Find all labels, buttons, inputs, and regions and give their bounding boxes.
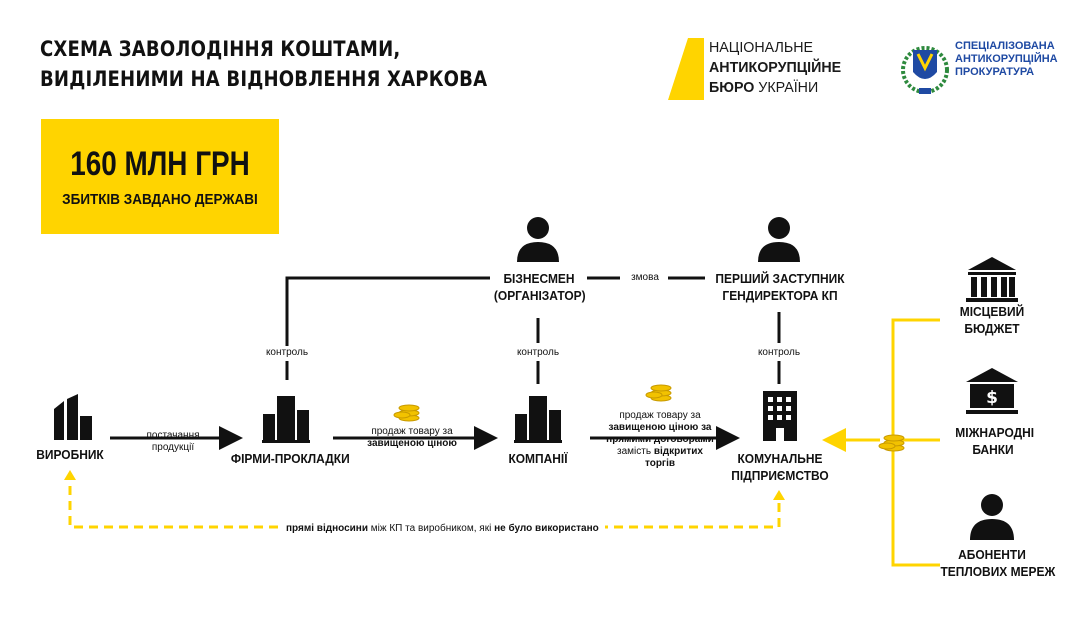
title-line-1: СХЕМА ЗАВОЛОДІННЯ КОШТАМИ,	[40, 37, 401, 61]
sap-emblem-icon	[901, 46, 949, 94]
damage-box: 160 МЛН ГРН ЗБИТКІВ ЗАВДАНО ДЕРЖАВІ	[41, 119, 279, 234]
supply-line-1: постачання	[146, 430, 200, 441]
nabu-line-2: АНТИКОРУПЦІЙНЕ	[709, 59, 842, 76]
nabu-line-3-bold: БЮРО	[709, 79, 755, 96]
intl-banks-line-1: МІЖНАРОДНІ	[955, 425, 1035, 440]
direct-relations-label: прямі відносини між КП та виробником, як…	[280, 523, 605, 535]
deputy-line-2: ГЕНДИРЕКТОРА КП	[722, 288, 838, 303]
sale2-line-5: торгів	[644, 458, 676, 469]
utility-line-2: ПІДПРИЄМСТВО	[731, 468, 829, 483]
nabu-logo-icon	[668, 38, 704, 100]
producer-buildings-icon	[54, 394, 92, 440]
sale2-line-2: завищеною ціною за	[608, 422, 712, 433]
node-intl-banks: МІЖНАРОДНІ БАНКИ	[955, 424, 1035, 458]
companies-buildings-icon	[514, 396, 562, 443]
node-subscribers: АБОНЕНТИ ТЕПЛОВИХ МЕРЕЖ	[940, 546, 1056, 580]
sale2-line-4a: замість	[617, 446, 654, 457]
node-utility: КОМУНАЛЬНЕ ПІДПРИЄМСТВО	[728, 450, 831, 484]
sale2-line-3: прямими договорами	[606, 434, 714, 445]
edge-sale1-label: продаж товару за завищеною ціною	[360, 426, 464, 450]
sale2-line-4b: відкритих	[653, 446, 703, 457]
edge-control-label-2: контроль	[516, 347, 560, 358]
utility-building-icon	[763, 391, 797, 441]
supply-line-2: продукції	[151, 442, 195, 453]
node-companies: КОМПАНІЇ	[508, 451, 568, 466]
sale2-line-1: продаж товару за	[619, 410, 701, 421]
sale1-line-2: завищеною ціною	[367, 438, 457, 449]
subscribers-line-1: АБОНЕНТИ	[958, 547, 1026, 562]
local-budget-line-1: МІСЦЕВИЙ	[959, 304, 1025, 319]
direct-arrow-head-right	[773, 490, 785, 500]
subscribers-icon	[970, 494, 1014, 540]
utility-line-1: КОМУНАЛЬНЕ	[737, 451, 823, 466]
businessman-line-1: БІЗНЕСМЕН	[503, 271, 575, 286]
node-local-budget: МІСЦЕВИЙ БЮДЖЕТ	[955, 303, 1029, 337]
sap-line-1: СПЕЦІАЛІЗОВАНА	[955, 40, 1055, 52]
page-title: СХЕМА ЗАВОЛОДІННЯ КОШТАМИ, ВИДІЛЕНИМИ НА…	[40, 34, 487, 94]
node-producer: ВИРОБНИК	[36, 447, 104, 462]
title-line-2: ВИДІЛЕНИМИ НА ВІДНОВЛЕННЯ ХАРКОВА	[40, 67, 488, 91]
node-deputy: ПЕРШИЙ ЗАСТУПНИК ГЕНДИРЕКТОРА КП	[714, 270, 846, 304]
businessman-icon	[517, 217, 559, 262]
direct-label-b: між КП та виробником, які	[368, 523, 495, 534]
intl-bank-building-icon: $	[966, 368, 1018, 414]
sap-logo-text: СПЕЦІАЛІЗОВАНА АНТИКОРУПЦІЙНА ПРОКУРАТУР…	[955, 40, 1058, 79]
nabu-line-1: НАЦІОНАЛЬНЕ	[709, 39, 813, 56]
shell-firms-buildings-icon	[262, 396, 310, 443]
coins-icon-1	[393, 404, 420, 422]
direct-relations-line	[68, 486, 781, 529]
damage-amount: 160 МЛН ГРН	[70, 145, 250, 183]
edge-sale2-label: продаж товару за завищеною ціною за прям…	[600, 410, 720, 470]
control-line-shell-firms	[285, 276, 490, 380]
coins-icon-3	[878, 434, 905, 452]
businessman-line-2: (ОРГАНІЗАТОР)	[493, 288, 586, 303]
deputy-line-1: ПЕРШИЙ ЗАСТУПНИК	[715, 271, 845, 286]
direct-label-a: прямі відносини	[286, 523, 368, 534]
nabu-logo-text: НАЦІОНАЛЬНЕ АНТИКОРУПЦІЙНЕ БЮРО УКРАЇНИ	[709, 38, 841, 98]
sap-line-2: АНТИКОРУПЦІЙНА	[955, 53, 1058, 65]
nabu-line-3-thin: УКРАЇНИ	[754, 79, 819, 96]
edge-control-label-3: контроль	[757, 347, 801, 358]
local-budget-line-2: БЮДЖЕТ	[964, 321, 1020, 336]
node-shell-firms: ФІРМИ-ПРОКЛАДКИ	[230, 451, 350, 466]
damage-text: ЗБИТКІВ ЗАВДАНО ДЕРЖАВІ	[62, 191, 258, 208]
node-businessman: БІЗНЕСМЕН (ОРГАНІЗАТОР)	[493, 270, 586, 304]
edge-control-label-1: контроль	[265, 347, 309, 358]
edge-collusion-label: змова	[631, 272, 659, 283]
subscribers-line-2: ТЕПЛОВИХ МЕРЕЖ	[940, 564, 1056, 579]
sap-line-3: ПРОКУРАТУРА	[955, 66, 1035, 78]
direct-label-c: не було використано	[494, 523, 599, 534]
edge-supply-label: постачання продукції	[136, 430, 210, 454]
sale1-line-1: продаж товару за	[371, 426, 453, 437]
local-budget-building-icon	[966, 257, 1018, 302]
intl-banks-line-2: БАНКИ	[972, 442, 1014, 457]
deputy-icon	[758, 217, 800, 262]
coins-icon-2	[645, 384, 672, 402]
direct-arrow-head-left	[64, 470, 76, 480]
svg-text:$: $	[986, 388, 998, 408]
